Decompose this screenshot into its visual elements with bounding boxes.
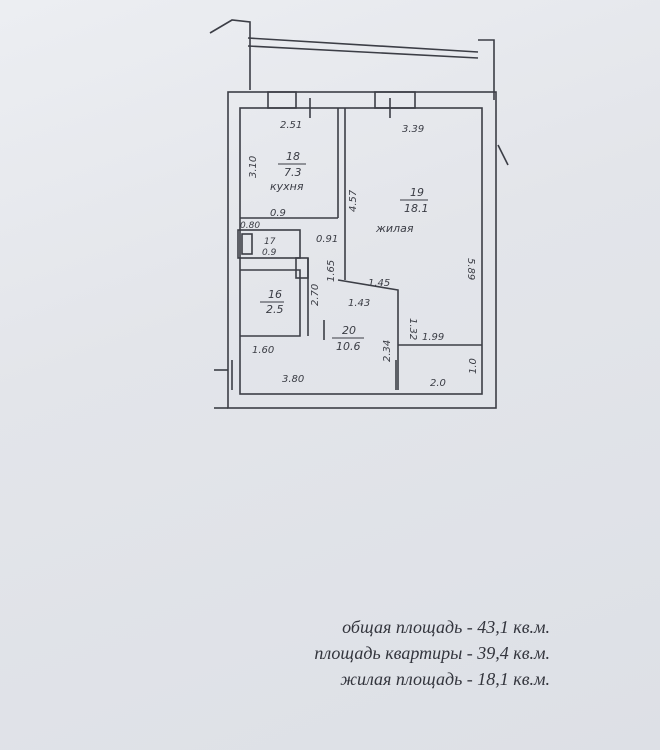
room-living-area: 18.1 [404, 202, 429, 215]
corridor-wall-right [337, 279, 399, 345]
dim-right-side: 5.89 [465, 258, 476, 280]
window-living [374, 91, 416, 109]
dim-corridor-c: 1.45 [368, 278, 390, 289]
dim-wall-b: 0.91 [316, 234, 338, 245]
dim-corridor-b: 2.70 [310, 284, 321, 306]
window-kitchen [267, 91, 297, 109]
outer-wall [227, 91, 497, 409]
balcony-right-wall [478, 39, 495, 100]
dim-right-small: 1.0 [468, 358, 479, 374]
room-living-name: жилая [375, 222, 414, 235]
dim-kitchen-side: 3.10 [248, 156, 259, 178]
bath-walls [240, 269, 301, 337]
plan-dimensions: 2.51 3.39 3.10 4.57 5.89 0.9 0.80 0.91 1… [240, 120, 479, 389]
area-summary: общая площадь - 43,1 кв.м. площадь кварт… [130, 614, 550, 692]
dim-wall-a: 0.9 [270, 208, 286, 219]
dim-tick-right [497, 144, 509, 166]
dim-corridor-d: 1.43 [348, 298, 370, 309]
room-kitchen-number: 18 [286, 150, 300, 163]
room-living-number: 19 [410, 186, 424, 199]
room-wc-area: 0.9 [262, 248, 277, 258]
balcony-left-wall [209, 19, 251, 90]
dim-closet-side: 1.32 [407, 318, 418, 340]
summary-living-area: жилая площадь - 18,1 кв.м. [340, 669, 550, 689]
wc-fixture [241, 233, 253, 255]
floor-plan: 2.51 3.39 3.10 4.57 5.89 0.9 0.80 0.91 1… [209, 19, 509, 409]
dim-corridor-a: 1.65 [326, 260, 337, 282]
balcony-rail [247, 37, 479, 53]
dim-bottom-total: 3.80 [282, 374, 304, 385]
room-hall-number: 20 [342, 324, 356, 337]
summary-total-area: общая площадь - 43,1 кв.м. [342, 617, 550, 637]
dim-hall-side: 2.34 [382, 340, 393, 362]
balcony-rail-inner [247, 45, 479, 59]
plan-rooms: 18 7.3 кухня 19 18.1 жилая 17 0.9 16 2.5… [260, 150, 429, 353]
room-kitchen-name: кухня [270, 180, 304, 193]
dim-bottom-right: 2.0 [430, 378, 446, 389]
dim-top-left: 2.51 [280, 120, 302, 131]
room-bath-area: 2.5 [266, 303, 284, 316]
plan-walls [209, 19, 509, 409]
dim-living-height: 4.57 [348, 189, 359, 212]
summary-apartment-area: площадь квартиры - 39,4 кв.м. [314, 643, 550, 663]
inner-wall [239, 107, 483, 395]
bath-fixture [295, 257, 309, 279]
dim-top-right: 3.39 [402, 124, 424, 135]
room-hall-area: 10.6 [336, 340, 361, 353]
room-wc-number: 17 [264, 237, 276, 247]
floor-plan-drawing: 2.51 3.39 3.10 4.57 5.89 0.9 0.80 0.91 1… [209, 19, 509, 409]
room-kitchen-area: 7.3 [284, 166, 302, 179]
dim-bath-width: 1.60 [252, 345, 274, 356]
dim-closet-width: 1.99 [422, 332, 444, 343]
wc-walls [237, 229, 301, 259]
room-bath-number: 16 [268, 288, 282, 301]
dim-wall-c: 0.80 [240, 221, 260, 231]
